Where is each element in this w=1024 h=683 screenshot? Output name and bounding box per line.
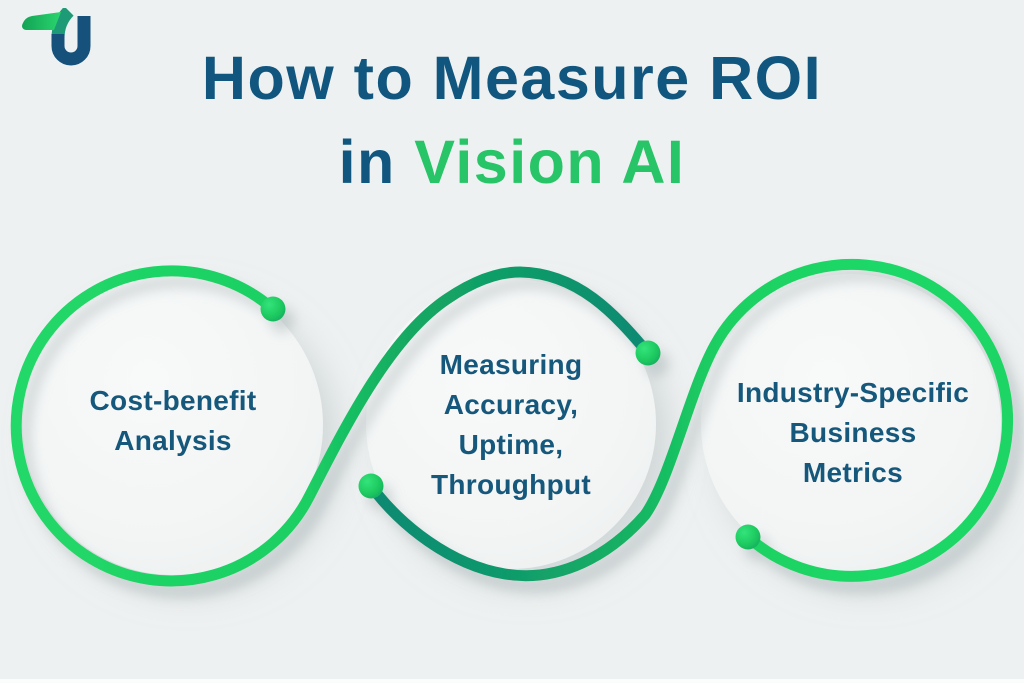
step-2-line: Accuracy, — [443, 389, 579, 420]
title-line-2: in Vision AI — [339, 128, 686, 196]
step-label-cost-benefit-analysis: Cost-benefit Analysis — [90, 381, 257, 461]
title-line-1: How to Measure ROI — [201, 44, 823, 112]
page-title: How to Measure ROI in Vision AI — [0, 36, 1024, 204]
step-label-measuring-accuracy-uptime-throughput: Measuring Accuracy, Uptime, Throughput — [431, 345, 591, 505]
step-2-line: Uptime, — [458, 429, 564, 460]
loop-disc-1 — [23, 275, 323, 575]
brand-logo — [22, 8, 91, 66]
tu-logo-icon — [22, 8, 91, 66]
bottom-edge-strip — [0, 679, 1024, 683]
flow-endpoint-dot-1 — [260, 296, 286, 322]
flow-endpoint-dot-3 — [358, 473, 384, 499]
flow-line-segment-1 — [10, 265, 654, 587]
step-2-line: Measuring — [439, 349, 583, 380]
step-3-line: Metrics — [802, 457, 904, 488]
flow-endpoint-dot-4 — [735, 524, 761, 550]
flow-line-segment-2 — [365, 258, 1014, 582]
title-line2-prefix: in — [338, 128, 415, 196]
step-label-industry-specific-business-metrics: Industry-Specific Business Metrics — [737, 373, 969, 493]
loop-disc-2 — [366, 279, 656, 569]
flow-endpoint-dot-2 — [635, 340, 661, 366]
step-1-line: Analysis — [114, 425, 232, 456]
step-2-line: Throughput — [430, 469, 592, 500]
step-3-line: Business — [789, 417, 917, 448]
step-3-line: Industry-Specific — [736, 377, 970, 408]
title-line2-highlight: Vision AI — [414, 128, 686, 196]
step-1-line: Cost-benefit — [89, 385, 257, 416]
loop-disc-3 — [701, 274, 1001, 574]
